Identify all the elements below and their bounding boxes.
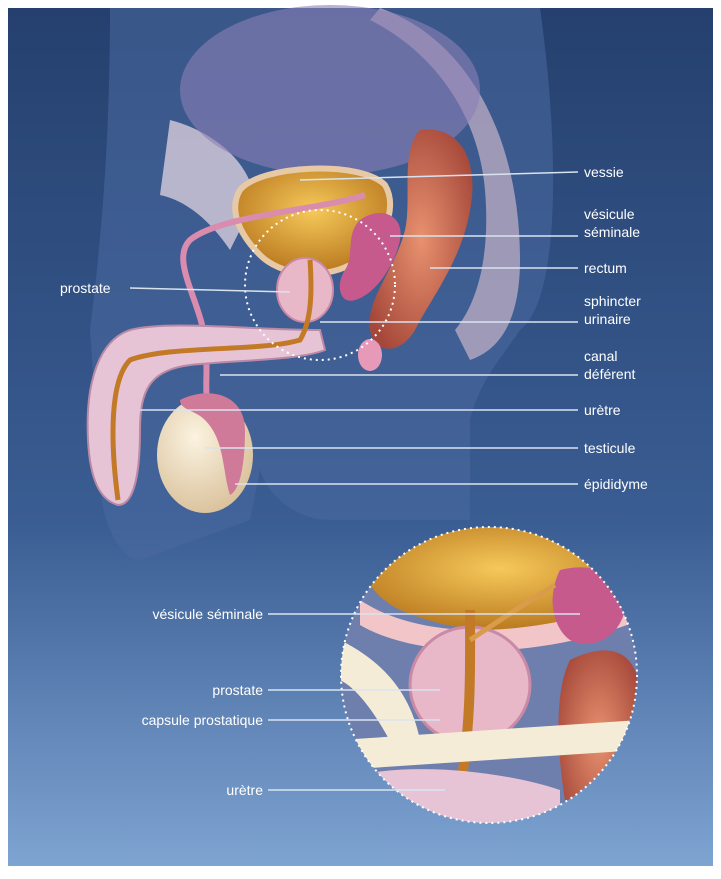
label-vessie: vessie: [584, 164, 624, 180]
label-sphincter-line2: urinaire: [584, 311, 631, 327]
label-vesicule-line2: séminale: [584, 224, 640, 240]
label-inset-uretre: urètre: [226, 782, 263, 798]
label-sphincter-line1: sphincter: [584, 293, 641, 309]
label-vesicule-line1: vésicule: [584, 206, 635, 222]
label-inset-vesicule: vésicule séminale: [153, 606, 264, 622]
label-prostate: prostate: [60, 280, 111, 296]
label-inset-capsule: capsule prostatique: [142, 712, 264, 728]
label-rectum: rectum: [584, 260, 627, 276]
label-canal-line1: canal: [584, 348, 617, 364]
prostate-shape: [277, 258, 333, 322]
label-testicule: testicule: [584, 440, 636, 456]
sphincter-shape: [358, 339, 382, 371]
label-epididyme: épididyme: [584, 476, 648, 492]
label-canal-line2: déférent: [584, 366, 635, 382]
label-uretre: urètre: [584, 402, 621, 418]
label-inset-prostate: prostate: [212, 682, 263, 698]
